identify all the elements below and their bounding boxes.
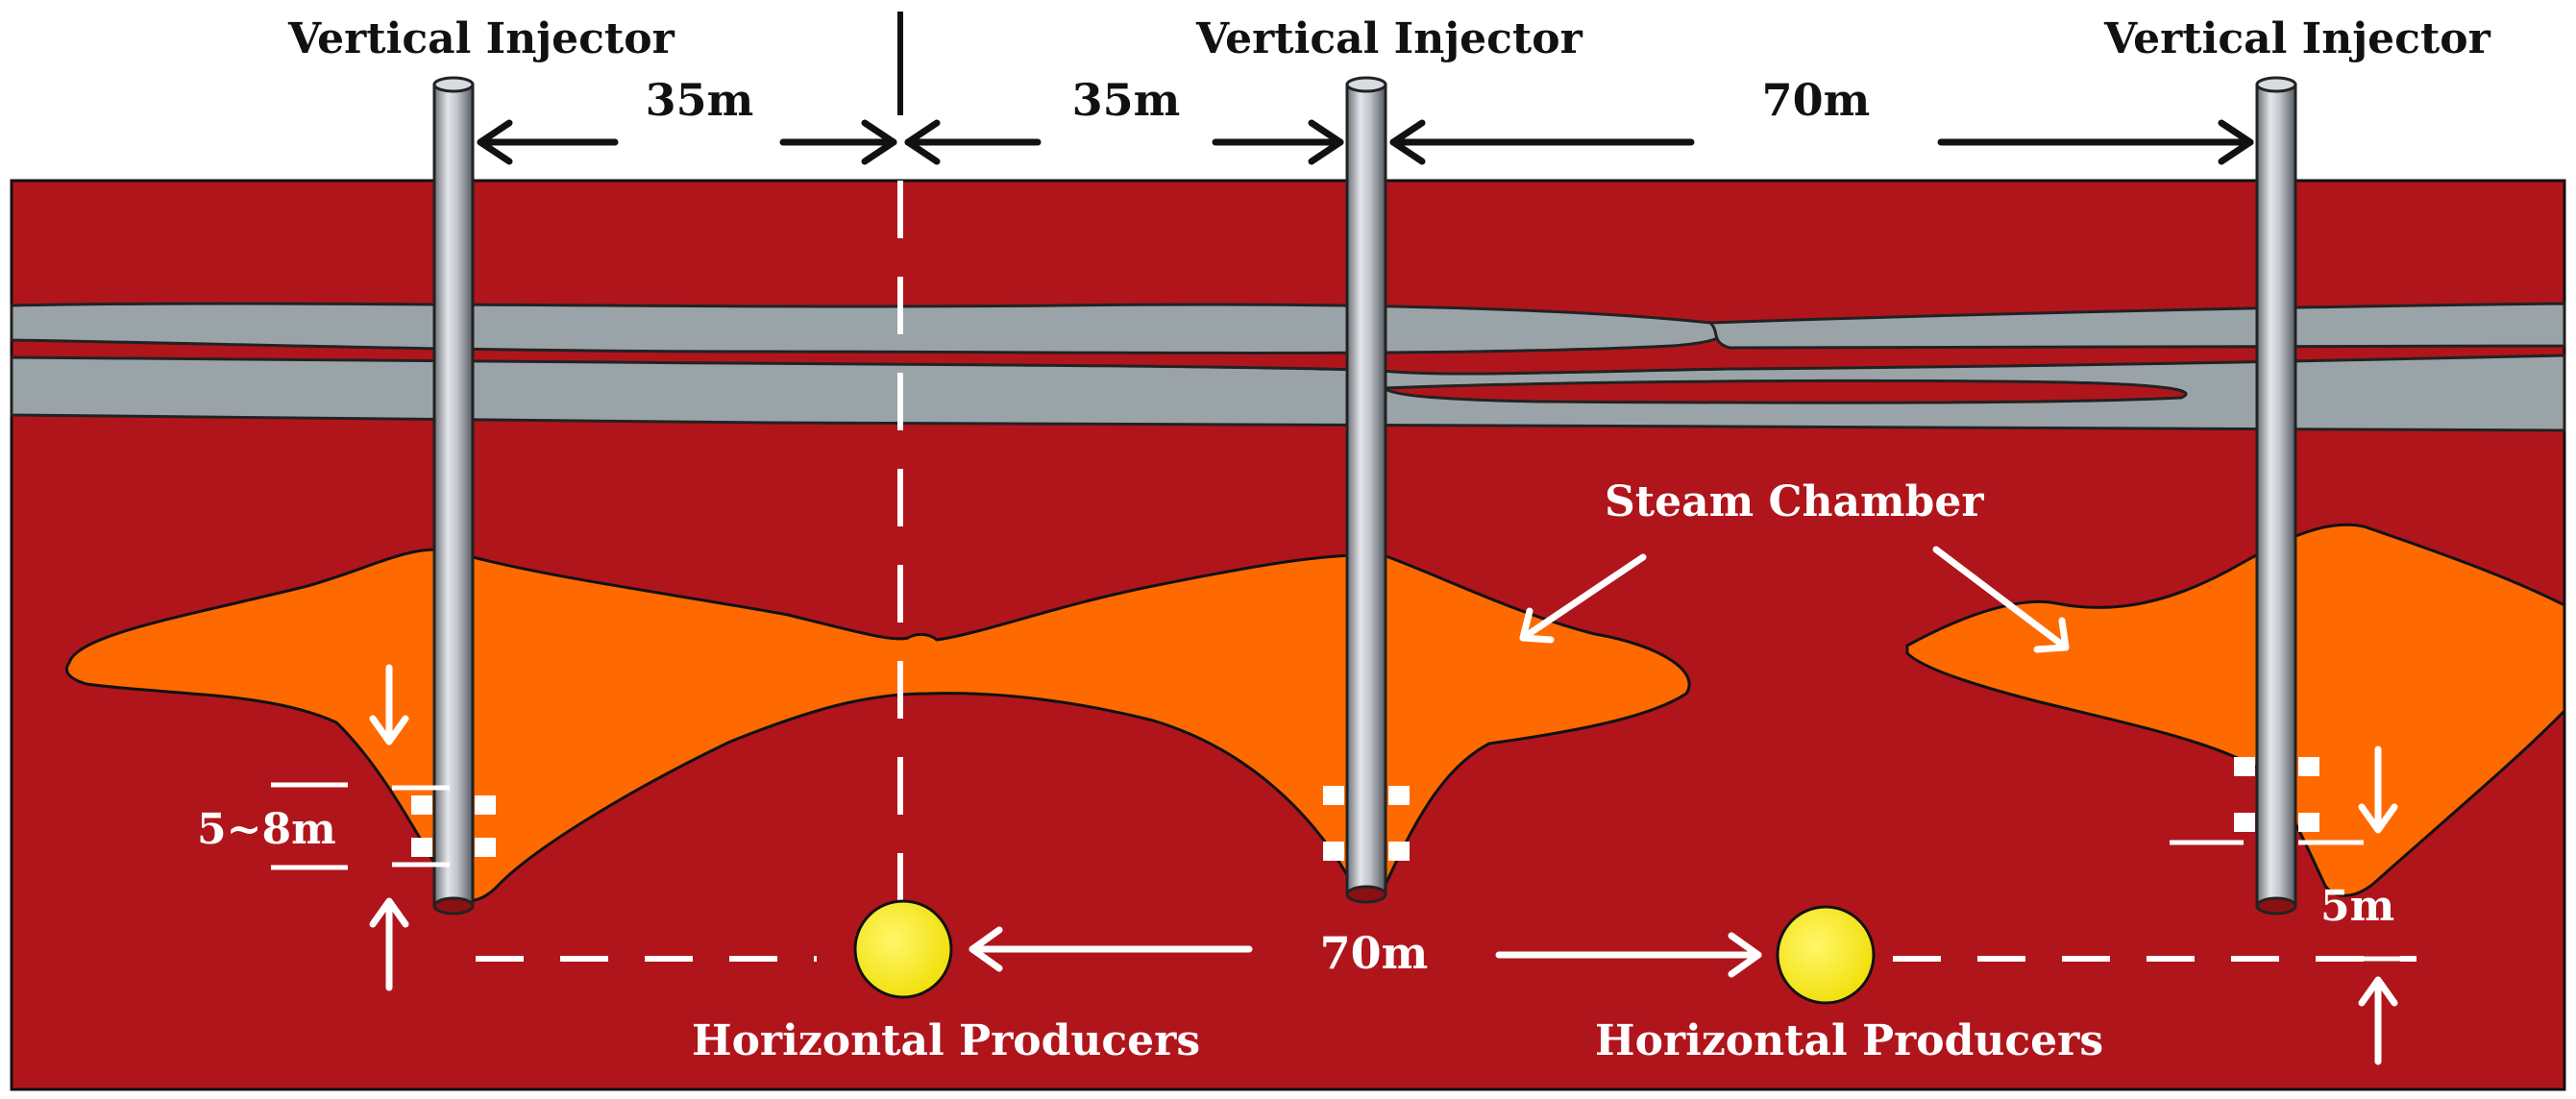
steam-chamber-pointer-left [1519,553,1647,644]
vertical-injector-well-3 [2255,76,2297,916]
spacing-arrow-35m-right [904,119,1344,165]
shale-barrier-lens [1379,379,2188,404]
label-injector-3: Vertical Injector [2103,14,2491,63]
shale-barrier-upper [10,302,1727,354]
label-spacing-35m-a: 35m [646,74,754,126]
steam-chamber-right [1905,523,2566,897]
spacing-arrow-35m-left [477,119,897,165]
offset-indicator-left [271,664,450,991]
offset-indicator-right [2170,745,2417,1065]
label-injector-1: Vertical Injector [287,14,675,63]
horizontal-producer-1 [853,899,953,999]
shale-barrier-right-upper [1706,302,2566,350]
producer-spacing-arrow [969,926,1762,978]
label-spacing-35m-b: 35m [1072,74,1181,126]
label-offset-right: 5m [2320,882,2394,931]
perforations-well-3 [2234,757,2319,832]
label-producer-1: Horizontal Producers [692,1016,1200,1065]
vertical-injector-well-2 [1345,76,1387,904]
label-spacing-70m-top: 70m [1762,74,1871,126]
shale-barrier-lower [10,354,2566,432]
label-producer-2: Horizontal Producers [1595,1016,2103,1065]
vertical-injector-well-1 [432,76,475,916]
horizontal-producer-2 [1776,905,1876,1005]
perforations-well-1 [411,795,496,857]
label-injector-2: Vertical Injector [1195,14,1583,63]
label-offset-left: 5~8m [197,805,336,854]
label-steam-chamber: Steam Chamber [1605,477,1984,526]
perforations-well-2 [1323,786,1410,861]
label-producer-spacing: 70m [1320,927,1429,979]
spacing-arrow-70m-top [1389,119,2254,165]
steam-chamber-pointer-right [1932,546,2070,653]
